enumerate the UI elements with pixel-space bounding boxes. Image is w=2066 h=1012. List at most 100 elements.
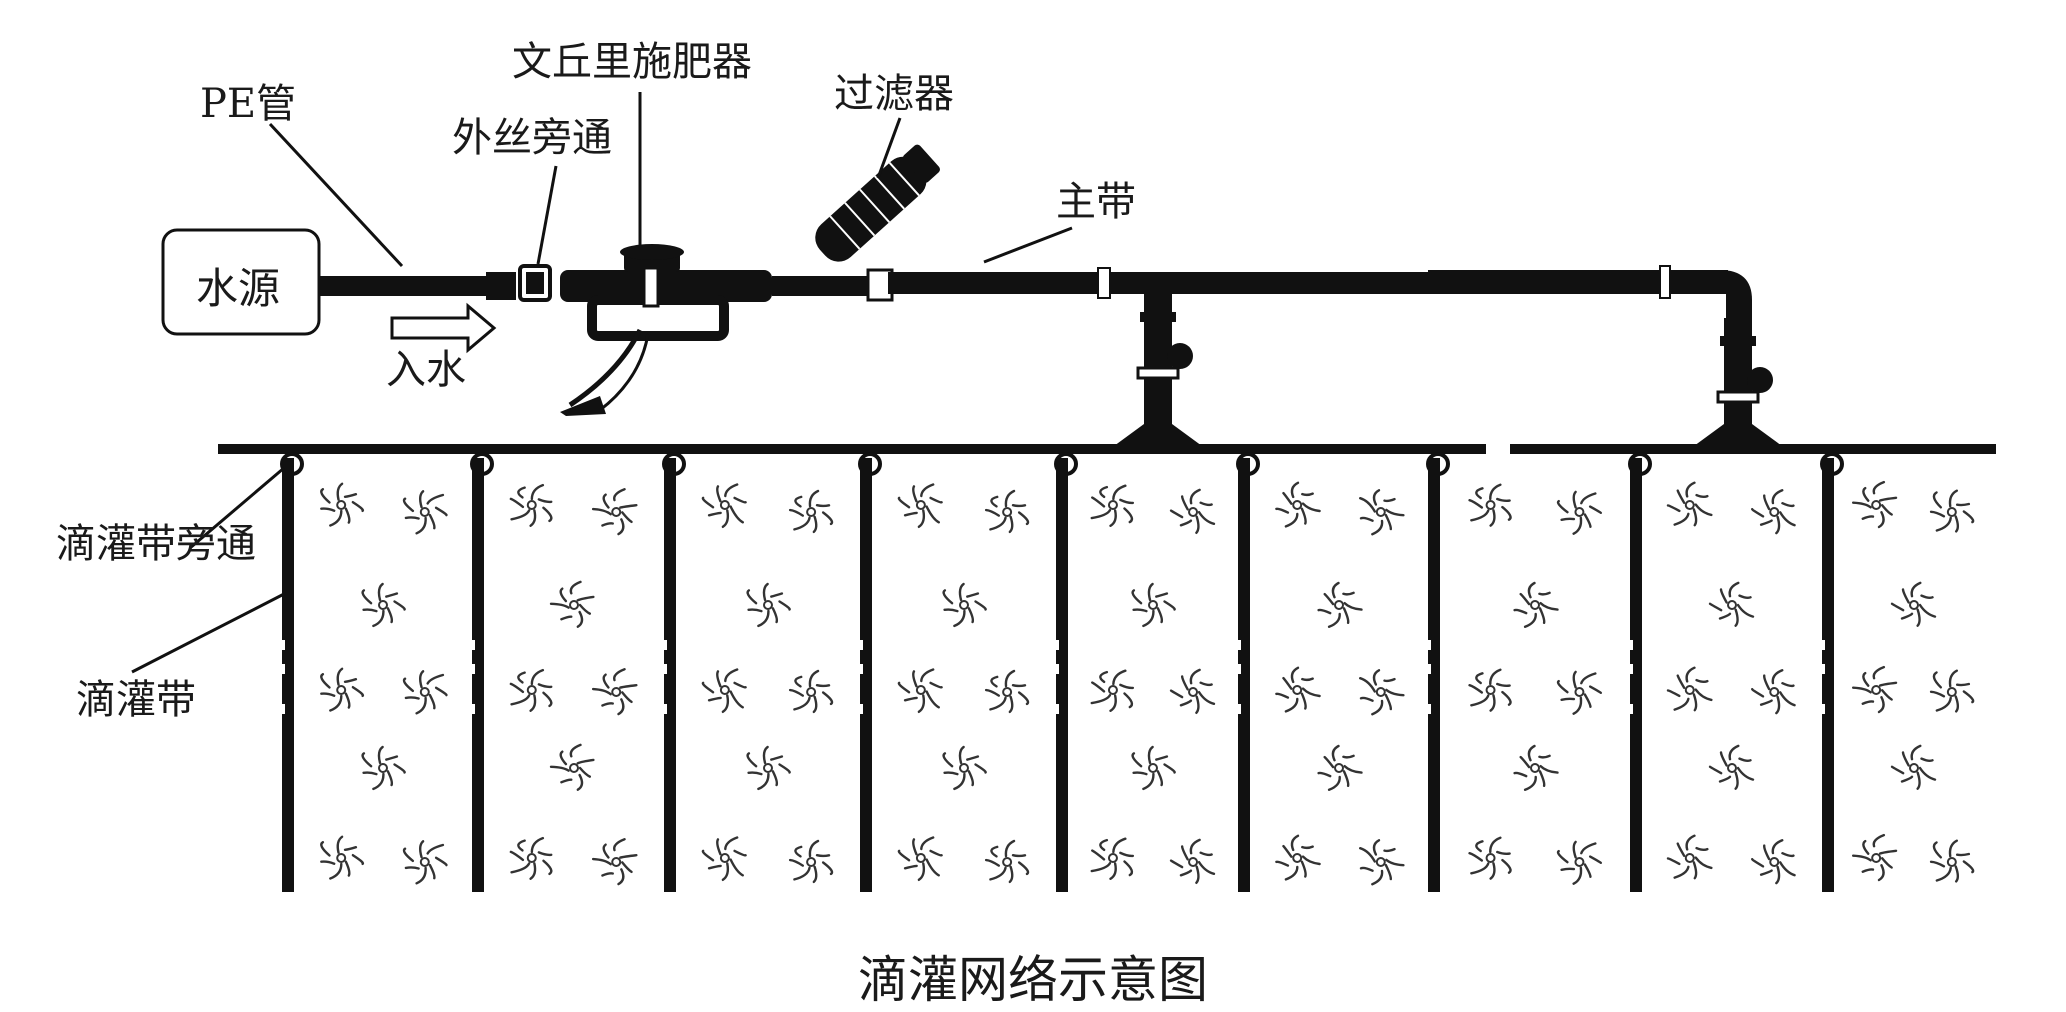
filter-body bbox=[815, 156, 927, 262]
drip-emitter bbox=[857, 704, 863, 714]
plant-icon bbox=[1131, 582, 1176, 628]
label-water-source: 水源 bbox=[196, 264, 281, 313]
drip-emitter bbox=[279, 640, 285, 650]
drip-emitter bbox=[661, 664, 667, 674]
plant-icon bbox=[1851, 665, 1898, 714]
drop-1-valve-knob bbox=[1167, 343, 1193, 369]
plant-icon bbox=[701, 483, 747, 528]
plant-icon bbox=[788, 489, 834, 534]
plant-icon bbox=[320, 482, 365, 527]
plant-icon bbox=[1468, 668, 1512, 712]
plant-icon bbox=[1890, 581, 1937, 627]
plant-icon bbox=[1359, 669, 1405, 716]
drop-2-valve-knob bbox=[1747, 367, 1773, 393]
suction-hose-2 bbox=[599, 333, 650, 412]
plant-icon bbox=[1556, 490, 1603, 535]
plant-icon bbox=[361, 582, 406, 628]
plant-icon bbox=[788, 839, 834, 884]
drip-emitter bbox=[1819, 704, 1825, 714]
plant-icon bbox=[402, 670, 448, 715]
venturi-body bbox=[560, 270, 772, 302]
plant-icon bbox=[361, 745, 406, 791]
drip-emitter bbox=[1235, 704, 1241, 714]
leader-lines bbox=[131, 92, 1073, 674]
filter-rib bbox=[873, 175, 905, 210]
drip-emitter bbox=[1053, 664, 1059, 674]
plant-icon bbox=[1666, 666, 1713, 712]
plant-icon bbox=[1131, 745, 1176, 791]
plant-icon bbox=[591, 488, 638, 536]
drop-2-riser bbox=[1724, 318, 1752, 430]
plant-icon bbox=[984, 489, 1030, 534]
label-water-inlet: 入水 bbox=[386, 347, 466, 393]
plant-icon bbox=[549, 580, 595, 628]
plant-icon bbox=[591, 838, 638, 886]
drop-1-collar bbox=[1140, 312, 1176, 322]
plant-icon bbox=[942, 582, 987, 628]
label-venturi-fertilizer: 文丘里施肥器 bbox=[512, 39, 752, 85]
main-belt-2 bbox=[1428, 270, 1728, 294]
plant-icon bbox=[1851, 833, 1898, 882]
drip-emitter bbox=[469, 664, 475, 674]
plant-icon bbox=[701, 668, 747, 713]
plant-icon bbox=[897, 483, 943, 528]
leader-filter bbox=[876, 117, 902, 179]
plant-icon bbox=[402, 490, 448, 535]
elbow bbox=[1720, 270, 1752, 318]
label-pe-pipe: PE管 bbox=[200, 81, 297, 127]
plant-icon bbox=[1513, 581, 1559, 628]
pe-pipe bbox=[319, 276, 487, 296]
plant-icon bbox=[1169, 838, 1216, 884]
drip-emitter bbox=[1425, 664, 1431, 674]
drop-2-collar bbox=[1720, 336, 1756, 346]
filter-rib bbox=[829, 215, 861, 250]
plant-icon bbox=[1750, 489, 1796, 535]
plant-icon bbox=[591, 668, 638, 716]
drip-emitter bbox=[279, 664, 285, 674]
drip-emitter bbox=[279, 704, 285, 714]
drip-emitter bbox=[1627, 704, 1633, 714]
plant-icon bbox=[402, 840, 448, 885]
venturi-knob bbox=[620, 244, 684, 260]
hose-end bbox=[560, 396, 606, 416]
drip-emitter bbox=[1235, 664, 1241, 674]
plant-icon bbox=[549, 743, 595, 791]
plant-icon bbox=[984, 669, 1030, 714]
plant-icon bbox=[1090, 669, 1135, 712]
plant-icon bbox=[1750, 669, 1796, 715]
plant-icon bbox=[1468, 836, 1512, 880]
plant-icon bbox=[1708, 744, 1755, 790]
drip-emitter bbox=[1627, 664, 1633, 674]
drip-tape bbox=[472, 458, 484, 892]
plant-icon bbox=[788, 669, 834, 714]
plant-icon bbox=[1929, 669, 1975, 713]
label-threaded-bypass: 外丝旁通 bbox=[452, 115, 612, 161]
drip-tape bbox=[664, 458, 676, 892]
leader-main-belt bbox=[983, 226, 1073, 264]
plant-icon bbox=[1275, 481, 1321, 528]
main-belt bbox=[888, 272, 1428, 294]
leader-pe-pipe bbox=[268, 122, 404, 268]
drip-emitter bbox=[661, 704, 667, 714]
drip-tape bbox=[1428, 458, 1440, 892]
drip-emitter bbox=[661, 640, 667, 650]
plant-icon bbox=[320, 835, 365, 880]
plant-icon bbox=[897, 836, 943, 881]
pipe-network bbox=[161, 144, 1996, 892]
leader-threaded-bypass bbox=[536, 165, 558, 265]
drip-emitter bbox=[1053, 640, 1059, 650]
filter-rib bbox=[859, 188, 891, 223]
filter-cap bbox=[902, 144, 940, 183]
drip-emitter bbox=[1627, 640, 1633, 650]
plant-icon bbox=[942, 745, 987, 791]
plant-icon bbox=[746, 745, 791, 791]
drip-emitter bbox=[1819, 664, 1825, 674]
plant-icon bbox=[1169, 668, 1216, 714]
plant-icon bbox=[984, 839, 1030, 884]
supply-line-left bbox=[218, 444, 1486, 454]
plant-icon bbox=[897, 668, 943, 713]
figure-caption: 滴灌网络示意图 bbox=[858, 951, 1208, 1009]
filter-group bbox=[815, 144, 940, 262]
